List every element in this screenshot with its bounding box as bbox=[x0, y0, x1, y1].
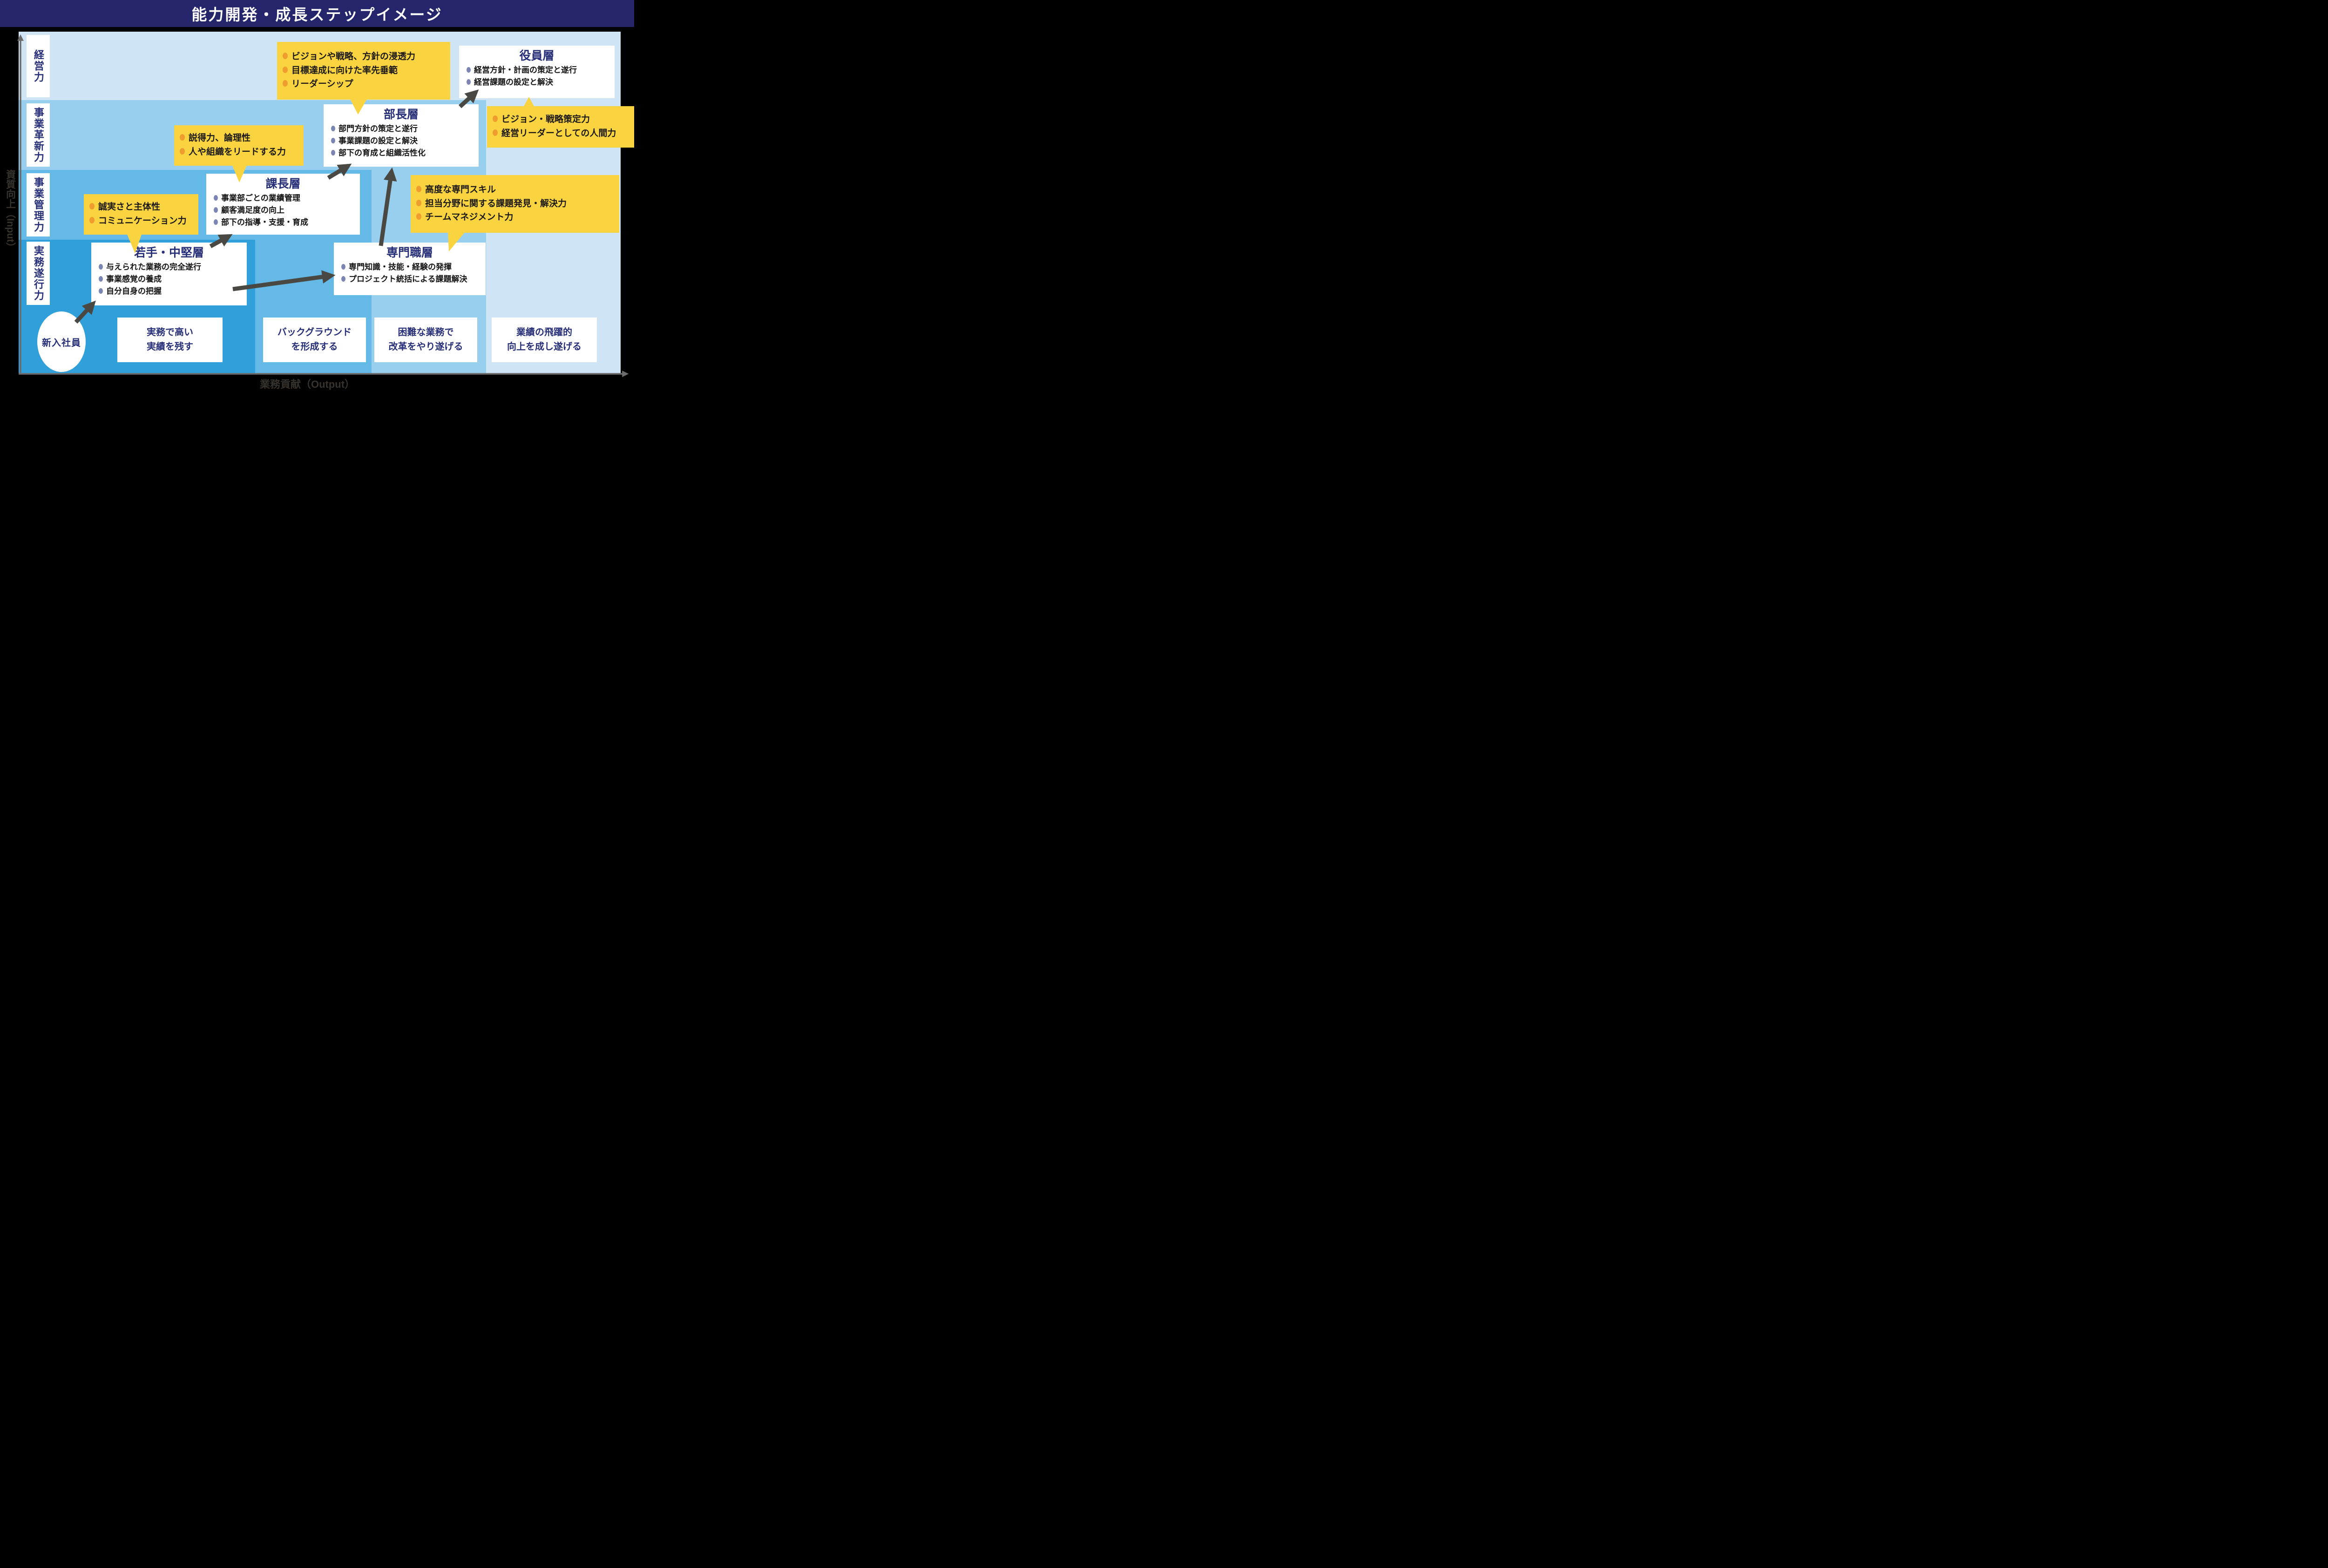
bullet-dot-icon bbox=[99, 288, 103, 294]
callout-item: 高度な専門スキル bbox=[416, 184, 614, 196]
bullet-dot-icon bbox=[180, 148, 185, 155]
level-bullet: 部下の育成と組織活性化 bbox=[331, 148, 474, 159]
bullet-dot-icon bbox=[99, 264, 103, 270]
output-goal-performance-leap: 業績の飛躍的向上を成し遂げる bbox=[492, 318, 597, 362]
bullet-dot-icon bbox=[493, 115, 498, 122]
output-axis-label: 業務貢献（Output） bbox=[259, 378, 355, 390]
callout-item: 説得力、論理性 bbox=[180, 133, 298, 144]
band-label-practical-execution: 実務遂行力 bbox=[27, 242, 50, 305]
output-goal-high-results: 実務で高い実績を残す bbox=[117, 318, 223, 362]
page-title: 能力開発・成長ステップイメージ bbox=[191, 6, 443, 23]
level-box-department-managers: 部長層 部門方針の策定と遂行 事業課題の設定と解決 部下の育成と組織活性化 bbox=[324, 104, 479, 167]
level-bullet: 顧客満足度の向上 bbox=[214, 205, 355, 216]
bullet-dot-icon bbox=[416, 199, 421, 206]
callout-executive-skills: ビジョンや戦略、方針の浸透力 目標達成に向けた率先垂範 リーダーシップ bbox=[277, 42, 450, 100]
output-goal-difficult-reform: 困難な業務で改革をやり遂げる bbox=[374, 318, 477, 362]
bullet-dot-icon bbox=[89, 203, 95, 210]
level-bullet: 事業課題の設定と解決 bbox=[331, 136, 474, 147]
bullet-dot-icon bbox=[214, 195, 218, 201]
start-node-new-employee: 新入社員 bbox=[37, 311, 86, 372]
bullet-dot-icon bbox=[331, 137, 335, 143]
level-bullet: 経営方針・計画の策定と遂行 bbox=[467, 65, 610, 76]
bullet-dot-icon bbox=[283, 66, 288, 73]
bullet-dot-icon bbox=[467, 79, 471, 85]
level-title: 専門職層 bbox=[386, 246, 433, 259]
level-title: 若手・中堅層 bbox=[134, 246, 204, 259]
callout-vision-skills: ビジョン・戦略策定力 経営リーダーとしての人間力 bbox=[487, 106, 634, 148]
bullet-dot-icon bbox=[214, 207, 218, 213]
callout-item: 目標達成に向けた率先垂範 bbox=[283, 65, 445, 77]
callout-item: 人や組織をリードする力 bbox=[180, 147, 298, 158]
input-axis-label: 資質向上（Input） bbox=[5, 169, 16, 252]
level-title: 課長層 bbox=[265, 177, 301, 190]
level-bullet: 部門方針の策定と遂行 bbox=[331, 124, 474, 135]
level-title: 役員層 bbox=[519, 49, 555, 62]
level-box-executives: 役員層 経営方針・計画の策定と遂行 経営課題の設定と解決 bbox=[459, 46, 615, 98]
bullet-dot-icon bbox=[341, 276, 345, 282]
title-bar: 能力開発・成長ステップイメージ bbox=[0, 0, 634, 27]
level-bullet: 事業感覚の養成 bbox=[99, 274, 242, 285]
bullet-dot-icon bbox=[467, 67, 471, 73]
callout-item: ビジョンや戦略、方針の浸透力 bbox=[283, 51, 445, 63]
growth-step-diagram: 能力開発・成長ステップイメージ 資質向上（Input） 業務貢献（Output）… bbox=[0, 0, 634, 392]
callout-specialist-skills: 高度な専門スキル 担当分野に関する課題発見・解決力 チームマネジメント力 bbox=[411, 175, 619, 233]
bullet-dot-icon bbox=[180, 134, 185, 141]
callout-item: 経営リーダーとしての人間力 bbox=[493, 128, 632, 140]
bullet-dot-icon bbox=[89, 217, 95, 223]
callout-item: リーダーシップ bbox=[283, 79, 445, 90]
output-goal-background: バックグラウンドを形成する bbox=[263, 318, 366, 362]
callout-persuasion-skills: 説得力、論理性 人や組織をリードする力 bbox=[174, 125, 304, 166]
level-bullet: 部下の指導・支援・育成 bbox=[214, 217, 355, 228]
bullet-dot-icon bbox=[214, 219, 218, 225]
bullet-dot-icon bbox=[331, 149, 335, 155]
bullet-dot-icon bbox=[331, 125, 335, 131]
bullet-dot-icon bbox=[283, 80, 288, 87]
level-bullet: 専門知識・技能・経験の発揮 bbox=[341, 262, 481, 273]
level-box-young-midlevel: 若手・中堅層 与えられた業務の完全遂行 事業感覚の養成 自分自身の把握 bbox=[91, 243, 247, 305]
callout-integrity-skills: 誠実さと主体性 コミュニケーション力 bbox=[84, 194, 198, 235]
band-label-business-innovation: 事業革新力 bbox=[27, 103, 50, 167]
level-bullet: 与えられた業務の完全遂行 bbox=[99, 262, 242, 273]
level-box-section-managers: 課長層 事業部ごとの業績管理 顧客満足度の向上 部下の指導・支援・育成 bbox=[206, 174, 360, 235]
level-bullet: 事業部ごとの業績管理 bbox=[214, 193, 355, 204]
callout-item: 担当分野に関する課題発見・解決力 bbox=[416, 198, 614, 210]
level-bullet: プロジェクト統括による課題解決 bbox=[341, 274, 481, 285]
callout-item: ビジョン・戦略策定力 bbox=[493, 114, 632, 126]
band-label-management-power: 経営力 bbox=[27, 35, 50, 97]
bullet-dot-icon bbox=[341, 264, 345, 270]
bullet-dot-icon bbox=[99, 276, 103, 282]
level-title: 部長層 bbox=[383, 108, 419, 121]
level-bullet: 経営課題の設定と解決 bbox=[467, 77, 610, 88]
bullet-dot-icon bbox=[493, 129, 498, 136]
callout-item: コミュニケーション力 bbox=[89, 216, 193, 227]
callout-item: チームマネジメント力 bbox=[416, 212, 614, 223]
bullet-dot-icon bbox=[283, 52, 288, 59]
bullet-dot-icon bbox=[416, 213, 421, 220]
level-bullet: 自分自身の把握 bbox=[99, 286, 242, 297]
band-label-business-administration: 事業管理力 bbox=[27, 173, 50, 237]
bullet-dot-icon bbox=[416, 185, 421, 192]
callout-item: 誠実さと主体性 bbox=[89, 202, 193, 213]
level-box-specialists: 専門職層 専門知識・技能・経験の発揮 プロジェクト統括による課題解決 bbox=[334, 243, 486, 295]
